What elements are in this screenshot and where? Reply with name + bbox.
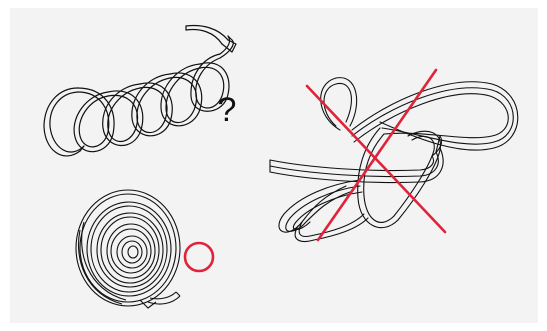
rolled-coil: [76, 190, 180, 308]
tangled-ribbon: [270, 78, 518, 242]
circle-marker: [185, 243, 213, 271]
question-mark-marker: ?: [218, 91, 237, 129]
cross-marker: [307, 70, 445, 240]
spring-coil: [44, 26, 236, 156]
